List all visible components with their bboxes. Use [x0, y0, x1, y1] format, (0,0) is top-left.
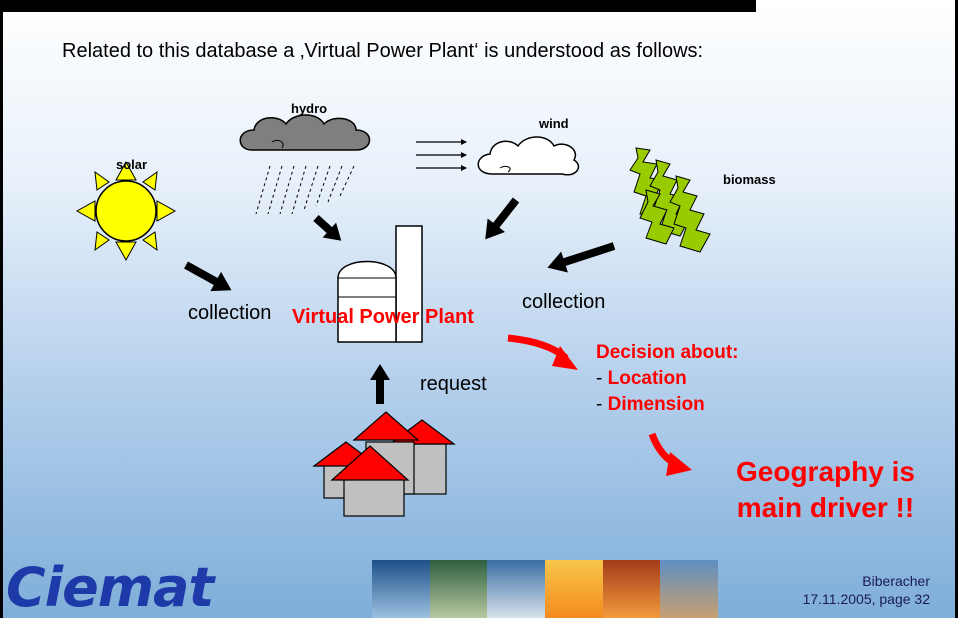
photo-tile: [545, 560, 603, 618]
ciemat-logo: Ciemat: [6, 556, 214, 618]
collection-label-left: collection: [188, 302, 272, 324]
photo-tile: [487, 560, 546, 618]
intro-text: Related to this database a ‚Virtual Powe…: [62, 40, 704, 62]
conclusion-arrow: [648, 432, 692, 476]
conclusion-line-1: Geography is: [736, 456, 915, 487]
right-border: [955, 0, 958, 618]
photo-tile: [372, 560, 430, 618]
sun-icon: [75, 160, 177, 262]
arrow-biomass: [547, 242, 616, 273]
rain-cloud-icon: [239, 114, 371, 215]
biomass-trees-icon: [629, 147, 711, 253]
biomass-label: biomass: [723, 172, 776, 187]
collection-label-right: collection: [522, 291, 606, 313]
houses-icon: [312, 411, 456, 517]
wind-label: wind: [539, 116, 569, 131]
decision-block: Decision about: - Location - Dimension: [596, 340, 739, 418]
decision-item-location: - Location: [596, 368, 687, 389]
footer-author: Biberacher: [862, 573, 930, 589]
virtual-power-plant-label: Virtual Power Plant: [292, 306, 474, 328]
flow-arrows: [184, 197, 616, 404]
arrow-request: [370, 364, 390, 404]
decision-title: Decision about:: [596, 342, 739, 363]
left-border: [0, 0, 3, 618]
request-label: request: [420, 373, 487, 395]
photo-tile: [602, 560, 661, 618]
footer-info: Biberacher 17.11.2005, page 32: [803, 572, 930, 608]
arrow-wind: [485, 197, 520, 240]
top-bar: [0, 0, 756, 12]
decision-item-dimension: - Dimension: [596, 394, 705, 415]
footer-photo-strip: [372, 560, 719, 618]
conclusion-text: Geography is main driver !!: [736, 454, 915, 526]
footer-date-page: 17.11.2005, page 32: [802, 591, 930, 607]
arrow-solar: [184, 261, 232, 292]
conclusion-line-2: main driver !!: [736, 492, 915, 523]
power-plant-icon: [337, 225, 423, 343]
hydro-label: hydro: [291, 101, 328, 116]
decision-arrow: [507, 334, 578, 370]
photo-tile: [660, 560, 719, 618]
solar-label: solar: [116, 157, 148, 172]
arrow-hydro: [313, 215, 342, 241]
photo-tile: [429, 560, 488, 618]
wind-cloud-icon: [416, 136, 580, 176]
